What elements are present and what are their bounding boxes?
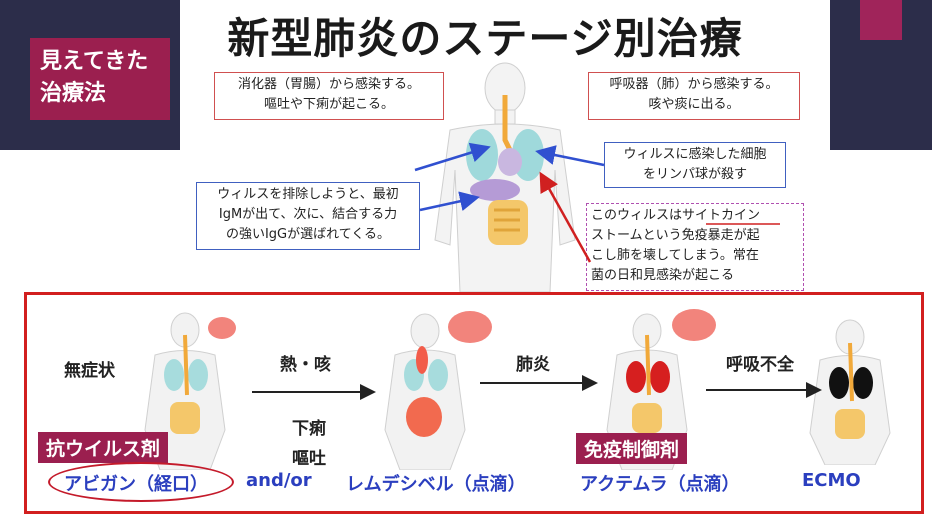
note-line: 咳や痰に出る。 [648,97,740,112]
arrow-cytokine [539,171,592,263]
note-line: 菌の日和見感染が起こる [591,268,735,283]
badge-line2: 治療法 [40,81,107,106]
note-digestive-infection: 消化器（胃腸）から感染する。 嘔吐や下痢が起こる。 [214,72,444,120]
section-badge: 見えてきた 治療法 [30,38,170,120]
note-line: 嘔吐や下痢が起こる。 [263,97,394,112]
drug-ecmo: ECMO [802,470,861,491]
body-figure-respiratory-failure [809,319,891,465]
stage-vomit: 嘔吐 [292,449,326,469]
note-line: ウィルスを排除しようと、最初 [217,187,399,202]
speech-bubble [672,309,716,341]
note-respiratory-infection: 呼吸器（肺）から感染する。 咳や痰に出る。 [588,72,800,120]
note-line: IgMが出て、次に、結合する力 [218,207,398,222]
stage-pneumonia: 肺炎 [516,355,550,375]
esophagus [502,95,513,152]
arrow-antibody [419,191,480,212]
heart [498,148,522,176]
annotation-arrows [414,142,780,263]
drug-remdesivir: レムデシベル（点滴） [346,474,526,495]
stage-fever-cough: 熱・咳 [280,355,331,375]
intestine-folds [494,208,520,232]
liver [470,179,520,201]
stage-asymptomatic: 無症状 [64,361,115,381]
highlight-circle [48,462,234,502]
speech-bubble [448,311,492,343]
note-line: このウィルスはサイトカイン [591,208,761,223]
speech-bubble [208,317,236,339]
stage-diarrhea: 下痢 [292,419,326,439]
arrow-lymphocyte [535,145,605,167]
drug-actemra: アクテムラ（点滴） [580,474,740,495]
note-lymphocyte: ウィルスに感染した細胞 をリンパ球が殺す [604,142,786,188]
note-line: ウィルスに感染した細胞 [623,147,767,162]
note-line: ストームという免疫暴走が起 [591,228,760,243]
stage-respiratory-failure: 呼吸不全 [726,355,794,375]
drug-andor: and/or [246,470,312,491]
note-line: をリンパ球が殺す [642,167,747,182]
note-line: 呼吸器（肺）から感染する。 [609,77,779,92]
body-diagram-large [434,62,576,292]
body-figure-fever [384,311,492,470]
tag-antiviral: 抗ウイルス剤 [38,432,169,463]
badge-line1: 見えてきた [40,49,149,74]
tag-immunosuppressant: 免疫制御剤 [576,433,688,464]
drug-avigan: アビガン（経口） [64,474,208,495]
note-line: の強いIgGが選ばれてくる。 [225,227,391,242]
note-line: 消化器（胃腸）から感染する。 [237,77,420,92]
note-line: こし肺を壊してしまう。常在 [591,248,759,263]
arrow-digestive [414,142,491,172]
note-antibody: ウィルスを排除しようと、最初 IgMが出て、次に、結合する力 の強いIgGが選ば… [196,182,420,250]
note-cytokine-storm: このウィルスはサイトカイン ストームという免疫暴走が起 こし肺を壊してしまう。常… [586,203,804,291]
right-accent-block [860,0,902,40]
page-title: 新型肺炎のステージ別治療 [227,14,743,63]
